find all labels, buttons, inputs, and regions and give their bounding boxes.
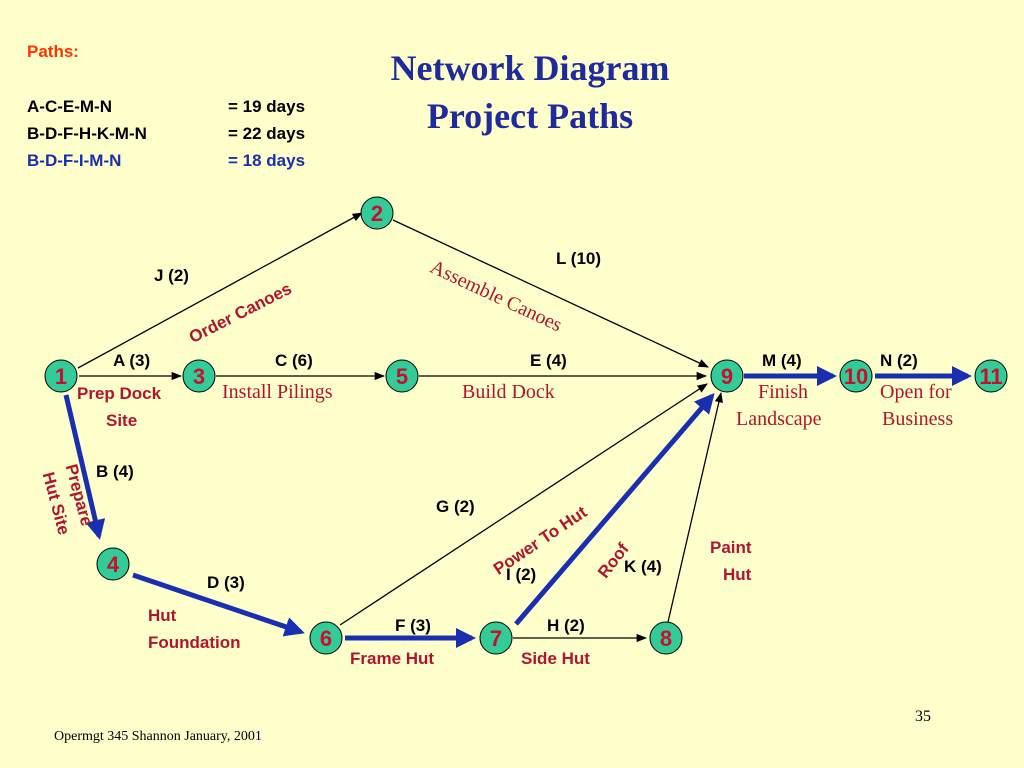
node-7: 7 (479, 621, 513, 655)
task-side-hut: Side Hut (521, 649, 590, 668)
node-6: 6 (309, 621, 343, 655)
node-5: 5 (385, 359, 419, 393)
edge-label-D: D (3) (207, 573, 245, 592)
edge-label-G: G (2) (436, 497, 475, 516)
edge-label-N: N (2) (880, 351, 918, 370)
footer-text: Opermgt 345 Shannon January, 2001 (54, 729, 262, 744)
path-duration: = 19 days (228, 97, 306, 116)
node-1: 1 (44, 359, 78, 393)
title-line-1: Network Diagram (390, 48, 670, 88)
task-finish-line-2: Landscape (736, 408, 822, 430)
edge-label-E: E (4) (530, 351, 567, 370)
page-number: 35 (915, 708, 931, 725)
paths-heading: Paths: (27, 42, 79, 61)
node-9: 9 (710, 359, 744, 393)
task-install-pilings: Install Pilings (222, 381, 333, 403)
edge-L (392, 219, 709, 368)
edge-label-C: C (6) (275, 351, 313, 370)
svg-text:1: 1 (55, 364, 67, 389)
edge-B (63, 394, 106, 540)
task-frame-hut: Frame Hut (350, 649, 435, 668)
path-name: A-C-E-M-N (27, 97, 112, 116)
node-11: 11 (974, 359, 1008, 393)
edge-K (667, 391, 723, 623)
svg-text:10: 10 (844, 364, 868, 389)
edge-label-A: A (3) (113, 351, 151, 370)
edge-I (514, 392, 715, 626)
edge-G (339, 383, 708, 626)
node-8: 8 (649, 621, 683, 655)
edge-D (132, 572, 305, 637)
edge-label-I: I (2) (506, 565, 537, 584)
task-paint-line-2: Hut (723, 565, 752, 584)
task-open-line-1: Open for (880, 381, 952, 403)
node-10: 10 (839, 359, 873, 393)
task-paint-line-1: Paint (710, 538, 752, 557)
task-finish-line-1: Finish (758, 381, 809, 403)
task-prep-dock-line-1: Prep Dock (77, 384, 162, 403)
node-2: 2 (360, 196, 394, 230)
edge-J (77, 212, 363, 369)
svg-text:4: 4 (107, 552, 120, 577)
edge-label-H: H (2) (547, 616, 585, 635)
svg-text:8: 8 (660, 626, 672, 651)
node-3: 3 (182, 359, 216, 393)
edge-label-L: L (10) (556, 249, 602, 268)
path-duration: = 18 days (228, 151, 306, 170)
task-hut-foundation-line-2: Foundation (148, 633, 241, 652)
edge-label-F: F (3) (395, 616, 431, 635)
edge-label-K: K (4) (624, 557, 662, 576)
edge-label-M: M (4) (762, 351, 802, 370)
svg-text:7: 7 (490, 626, 502, 651)
task-open-line-2: Business (882, 408, 954, 430)
edge-label-B: B (4) (96, 462, 134, 481)
svg-text:11: 11 (979, 364, 1002, 389)
svg-text:5: 5 (396, 364, 408, 389)
svg-text:2: 2 (371, 201, 383, 226)
task-build-dock: Build Dock (462, 381, 555, 403)
path-duration: = 22 days (228, 124, 306, 143)
edge-label-J: J (2) (154, 266, 189, 285)
task-prep-dock-line-2: Site (106, 411, 138, 430)
svg-text:6: 6 (320, 626, 332, 651)
svg-text:9: 9 (721, 364, 733, 389)
node-4: 4 (96, 547, 130, 581)
title-line-2: Project Paths (426, 96, 634, 136)
path-name: B-D-F-H-K-M-N (27, 124, 147, 143)
path-name: B-D-F-I-M-N (27, 151, 122, 170)
svg-text:3: 3 (193, 364, 205, 389)
task-hut-foundation-line-1: Hut (148, 606, 177, 625)
